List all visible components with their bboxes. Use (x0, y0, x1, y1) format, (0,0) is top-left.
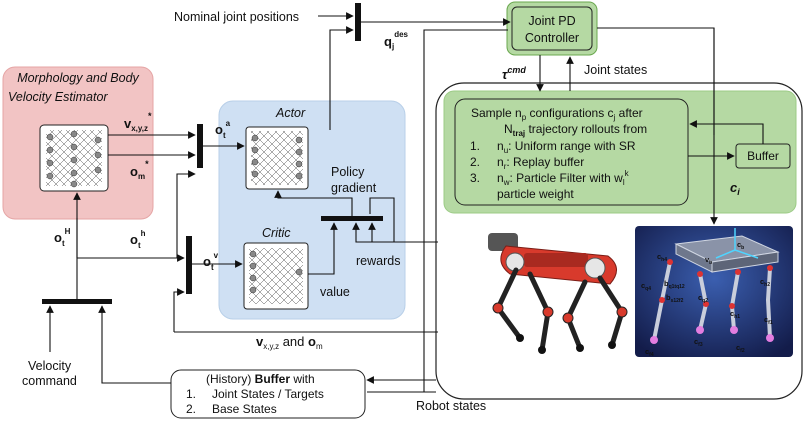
robot-photo (488, 233, 628, 354)
velocity-line2: command (22, 374, 77, 388)
label-cf3: cf3 (694, 337, 703, 348)
critic-network (243, 242, 309, 310)
vxyz-om-label: vx,y,z and om (256, 334, 323, 351)
estimator-out-v: vx,y,z* (124, 111, 152, 133)
label-cq2: cq2 (698, 293, 708, 304)
nominal-label: Nominal joint positions (174, 10, 299, 24)
obs-critic: otv (203, 251, 219, 272)
sampler-item2: 2.nr: Replay buffer (470, 155, 584, 171)
history-item2: 2.Base States (186, 402, 277, 416)
concat-bars (42, 3, 383, 304)
sampler-line1: Sample np configurations cj after (471, 106, 643, 122)
pd-controller: Joint PD Controller (506, 1, 598, 56)
actor-label: Actor (275, 106, 306, 120)
label-bs: bs12f2 (666, 293, 684, 304)
value-label: value (320, 285, 350, 299)
history-line1: (History) Buffer with (206, 372, 315, 386)
estimator-box: Morphology and Body Velocity Estimator (2, 66, 154, 220)
small-buffer-label: Buffer (747, 149, 779, 163)
pd-line2: Controller (525, 31, 579, 45)
sampler-region: Sample np configurations cj after Ntraj … (443, 90, 797, 214)
joint-states-label: Joint states (584, 63, 647, 77)
ci-label: ci (730, 180, 740, 197)
estimator-title-line1: Morphology and Body (17, 71, 139, 85)
obs-h: oth (130, 229, 146, 250)
pd-line1: Joint PD (528, 14, 575, 28)
label-ch2: ch2 (760, 277, 770, 288)
simulation-image: ch4 cb vb cq4 bq1tq12 bs12f2 cq2 ch1 ch2… (635, 226, 793, 358)
history-buffer: (History) Buffer with 1.Joint States / T… (170, 369, 366, 419)
sampler-line2: Ntraj trajectory rollouts from (504, 122, 647, 138)
policy-gradient-line2: gradient (331, 181, 377, 195)
policy-box: Actor Critic Policy gradient value (218, 100, 406, 320)
label-cq4: cq4 (641, 281, 651, 292)
label-ch1: ch1 (730, 309, 740, 320)
history-item1: 1.Joint States / Targets (186, 387, 324, 401)
label-cf1: cf1 (764, 315, 773, 326)
tau-label: τcmd (502, 65, 526, 82)
label-vb: vb (705, 255, 712, 266)
velocity-line1: Velocity (28, 359, 72, 373)
obs-actor: ota (215, 119, 231, 140)
sampler-item3-line2: particle weight (497, 187, 574, 201)
sampler-item1: 1.nu: Uniform range with SR (470, 139, 636, 155)
estimator-title-line2: Velocity Estimator (8, 90, 108, 104)
obs-H: otH (54, 227, 71, 248)
actor-network (245, 126, 309, 190)
estimator-network (39, 124, 109, 192)
label-cb: cb (737, 240, 744, 251)
policy-gradient-line1: Policy (331, 165, 365, 179)
label-bq: bq1tq12 (664, 279, 685, 290)
qdes-label: qjdes (384, 30, 409, 51)
rewards-label: rewards (356, 254, 400, 268)
label-cf2: cf2 (736, 343, 745, 354)
robot-states-label: Robot states (416, 399, 486, 413)
estimator-out-om: om* (130, 159, 149, 181)
label-ch4: ch4 (657, 252, 667, 263)
label-cf4: cf4 (645, 347, 654, 358)
critic-label: Critic (262, 226, 291, 240)
sampler-item3: 3.nw: Particle Filter with wlk (470, 169, 630, 187)
